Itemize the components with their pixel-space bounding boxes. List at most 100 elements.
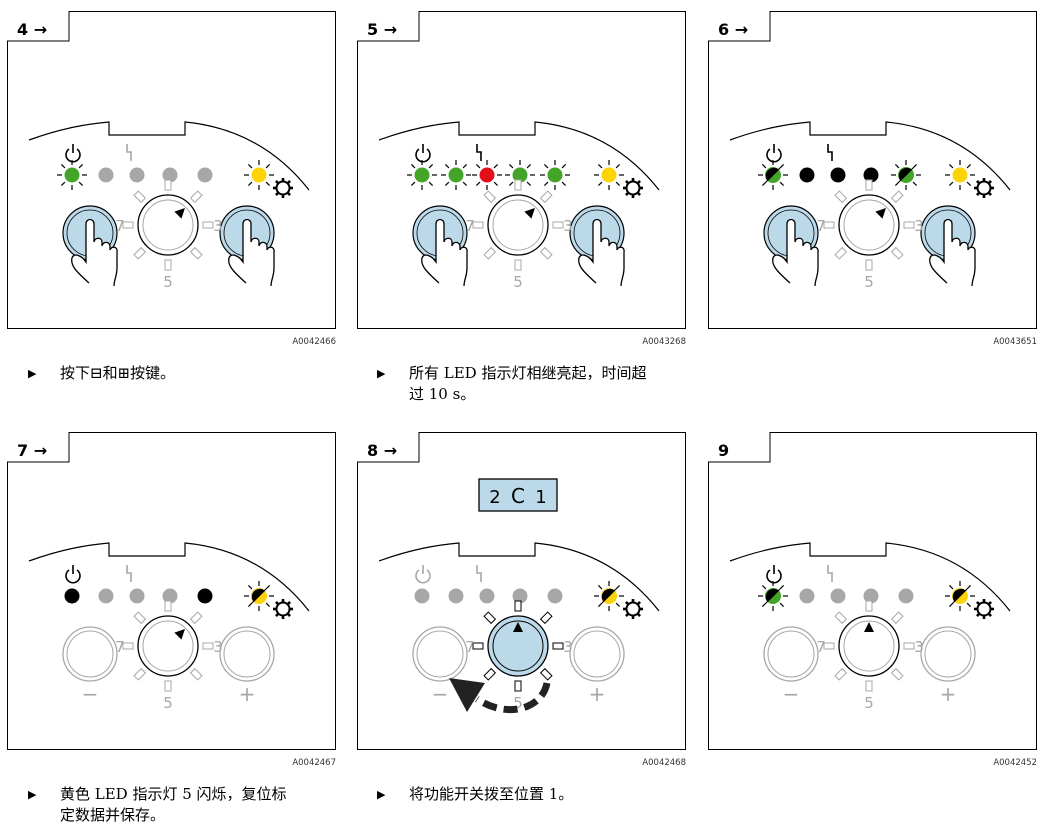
- led-ray: [247, 584, 253, 590]
- function-switch: [487, 615, 549, 677]
- minus-button-ring: [66, 630, 114, 678]
- switch-position-mark: [133, 611, 147, 625]
- switch-position-mark: [865, 600, 873, 612]
- led-ray: [948, 181, 954, 187]
- led-dot: [952, 167, 968, 183]
- switch-position-mark: [823, 642, 835, 650]
- gear-body: [625, 601, 641, 617]
- led-dot: [799, 167, 815, 183]
- step-number: 4 →: [17, 20, 48, 39]
- led-indicator: [594, 160, 624, 190]
- plus-button: [920, 626, 976, 682]
- power-icon: [415, 565, 431, 584]
- switch-label-7: 7: [465, 638, 475, 656]
- switch-position-mark: [189, 667, 203, 681]
- switch-label-7: 7: [816, 638, 826, 656]
- led-indicator: [830, 588, 846, 604]
- led-rays: [758, 581, 788, 611]
- switch-position-mark: [552, 221, 564, 229]
- switch-position-mark: [834, 190, 848, 204]
- switch-position-mark: [164, 259, 172, 271]
- fault-icon: [476, 565, 482, 582]
- switch-position-mark: [133, 246, 147, 260]
- minus-button: [763, 626, 819, 682]
- led-rays: [244, 581, 274, 611]
- led-ray: [894, 163, 900, 169]
- switch-position-mark: [865, 259, 873, 271]
- led-half: [251, 588, 265, 602]
- led-ray: [462, 181, 468, 187]
- led-ray: [247, 163, 253, 169]
- power-icon: [766, 144, 782, 163]
- plus-sign: +: [940, 682, 957, 706]
- led-slash: [898, 167, 914, 183]
- switch-position-mark: [539, 611, 553, 625]
- led-ray: [966, 163, 972, 169]
- switch-position-mark: [834, 667, 848, 681]
- function-switch-inner: [142, 620, 194, 672]
- function-switch: [137, 194, 199, 256]
- rotation-arrow: [475, 681, 551, 713]
- power-arc: [766, 148, 782, 163]
- switch-position-mark: [122, 221, 134, 229]
- led-ray: [966, 584, 972, 590]
- step-number: 6 →: [718, 20, 749, 39]
- fault-icon: [827, 565, 833, 582]
- display-from: 2: [489, 487, 500, 508]
- caption-text: 按下⊟和⊞按键。: [60, 364, 176, 382]
- switch-position-mark: [472, 221, 484, 229]
- figure-code: A0042466: [292, 337, 336, 347]
- led-ray: [561, 181, 567, 187]
- switch-label-3: 3: [213, 217, 223, 235]
- display-rotate-icon: C: [511, 484, 525, 508]
- switch-position-mark: [133, 667, 147, 681]
- switch-pointer: [524, 208, 535, 219]
- led-slash: [601, 588, 617, 604]
- led-indicator: [799, 588, 815, 604]
- led-indicator: [945, 581, 975, 611]
- led-indicator: [594, 581, 624, 611]
- led-rays: [945, 160, 975, 190]
- led-dot: [251, 167, 267, 183]
- switch-position-mark: [483, 190, 497, 204]
- led-indicator: [945, 160, 975, 190]
- led-ray: [265, 163, 271, 169]
- led-indicator: [830, 167, 846, 183]
- figure-code: A0043651: [993, 337, 1037, 347]
- led-ray: [493, 163, 499, 169]
- led-ray: [597, 602, 603, 608]
- switch-position-mark: [514, 680, 522, 692]
- led-ray: [779, 602, 785, 608]
- pressing-hand-icon: [421, 218, 468, 287]
- switch-position-mark: [472, 642, 484, 650]
- led-ray: [78, 163, 84, 169]
- bullet-icon: ▶: [377, 788, 386, 801]
- led-indicator: [129, 588, 145, 604]
- led-ray: [247, 602, 253, 608]
- led-indicator: [758, 160, 788, 190]
- led-ray: [597, 163, 603, 169]
- led-ray: [597, 181, 603, 187]
- switch-position-mark: [483, 246, 497, 260]
- power-arc: [65, 569, 81, 584]
- led-rays: [441, 160, 471, 190]
- pressing-hand-icon: [578, 218, 625, 287]
- led-ray: [543, 181, 549, 187]
- led-dot: [479, 167, 495, 183]
- led-dot: [98, 588, 114, 604]
- led-dot: [547, 588, 563, 604]
- device-housing-outline: [28, 542, 310, 612]
- plus-sign: +: [239, 682, 256, 706]
- led-dot: [414, 167, 430, 183]
- led-indicator: [758, 581, 788, 611]
- led-ray: [543, 163, 549, 169]
- switch-position-mark: [514, 179, 522, 191]
